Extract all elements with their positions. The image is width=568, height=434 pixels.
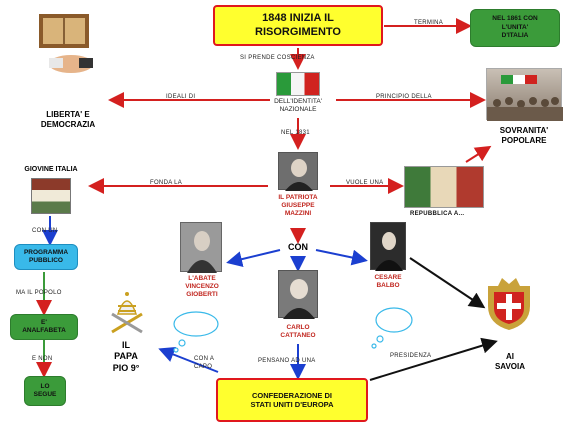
repubblica-text: REPUBBLICA A... xyxy=(410,211,465,217)
savoia-text: AI SAVOIA xyxy=(494,352,526,371)
thought-bubble-right xyxy=(371,307,413,349)
sovranita-text: SOVRANITA' POPOLARE xyxy=(499,126,549,145)
arrow-con-gioberti xyxy=(226,249,281,267)
analfabeta-box: E' ANALFABETA xyxy=(10,314,78,340)
savoia-shield-icon xyxy=(488,278,530,330)
italian-flag-image xyxy=(276,72,320,96)
gioberti-portrait xyxy=(180,222,222,273)
gioberti-text: L'ABATE VINCENZO GIOBERTI xyxy=(185,275,219,299)
savoia-coat-of-arms xyxy=(484,276,534,332)
liberta-text: LIBERTA' E DEMOCRAZIA xyxy=(40,110,96,129)
programma-box: PROGRAMMA PUBBLICO xyxy=(14,244,78,270)
title-box: 1848 INIZIA IL RISORGIMENTO xyxy=(213,5,383,46)
il-popolo-label: MA IL POPOLO xyxy=(16,290,62,296)
cattaneo-portrait xyxy=(278,270,318,319)
book-and-handshake-icon xyxy=(39,14,93,73)
mazzini-text: IL PATRIOTA GIUSEPPE MAZZINI xyxy=(278,194,318,218)
presidenza-label: PRESIDENZA xyxy=(390,353,432,359)
principio-label: PRINCIPIO DELLA xyxy=(376,94,432,100)
arrow-presidenza xyxy=(369,337,498,381)
repubblica-flag xyxy=(404,166,484,208)
arrow-con-papa xyxy=(158,346,219,373)
papal-tiara-icon xyxy=(111,292,143,334)
nel1831-label: NEL 1831 xyxy=(281,130,310,136)
papa-text: IL PAPA PIO 9° xyxy=(112,340,140,373)
con-a-capo-label: CON A CAPO xyxy=(194,356,215,370)
e-non-label: E NON xyxy=(32,356,53,362)
arrow-balbo-savoia xyxy=(409,257,486,309)
cattaneo-text: CARLO CATTANEO xyxy=(280,324,316,340)
liberta-image xyxy=(33,8,103,78)
confederazione-box: CONFEDERAZIONE DI STATI UNITI D'EUROPA xyxy=(216,378,368,422)
unita-box: NEL 1861 CON L'UNITA' D'ITALIA xyxy=(470,9,560,47)
balbo-text: CESARE BALBO xyxy=(374,274,402,290)
con-un-label: CON UN xyxy=(32,228,58,234)
arrow-con-balbo xyxy=(315,249,368,266)
ideali-label: IDEALI DI xyxy=(166,94,196,100)
segue-box: LO SEGUE xyxy=(24,376,66,406)
mazzini-portrait xyxy=(278,152,318,191)
vuole-label: VUOLE UNA xyxy=(346,180,384,186)
arrow-repubblica xyxy=(465,145,492,163)
sovranita-image xyxy=(486,68,563,121)
pensano-label: PENSANO AD UNA xyxy=(258,358,316,364)
prende-label: SI PRENDE COSCIENZA xyxy=(240,55,315,61)
giovine-italia-flag xyxy=(31,178,71,214)
con-text: CON xyxy=(288,242,308,252)
identita-text: DELL'IDENTITA' NAZIONALE xyxy=(274,98,322,114)
balbo-portrait xyxy=(370,222,406,271)
giovine-text: GIOVINE ITALIA xyxy=(24,166,78,173)
papal-emblem xyxy=(104,284,150,336)
thought-bubble-left xyxy=(173,311,219,353)
termina-label: TERMINA xyxy=(414,20,444,26)
fonda-label: FONDA LA xyxy=(150,180,183,186)
